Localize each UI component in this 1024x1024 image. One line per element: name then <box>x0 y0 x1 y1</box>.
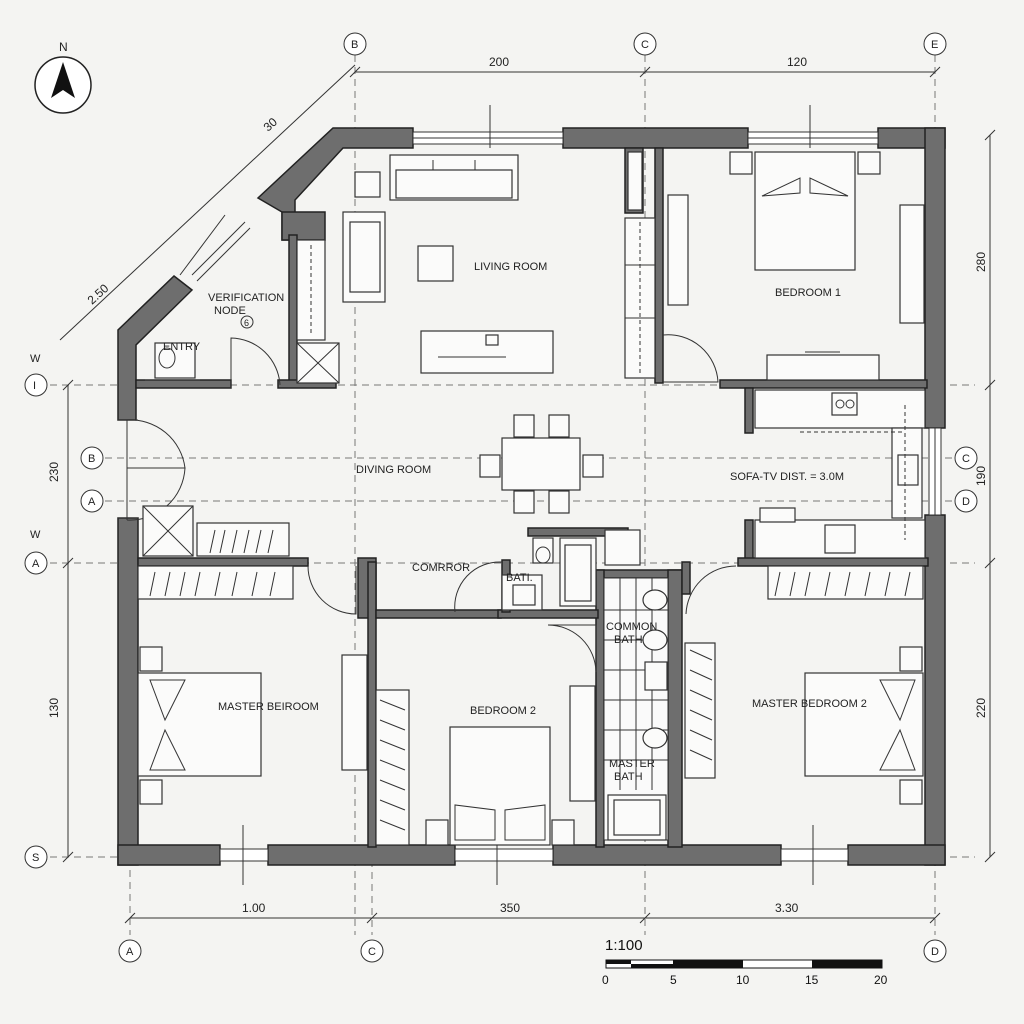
scale-tick-10: 10 <box>736 973 750 987</box>
grid-bubble-top-b: B <box>351 39 358 51</box>
dim-diag-30: 30 <box>261 115 281 135</box>
dim-bottom-3-30: 3.30 <box>775 901 799 915</box>
dim-left-130: 130 <box>47 698 61 718</box>
dim-right-190: 190 <box>974 466 988 486</box>
dim-right-220: 220 <box>974 698 988 718</box>
windows <box>191 105 942 885</box>
room-label-bedroom-2: BEDROOM 2 <box>470 705 536 717</box>
grid-bubble-left-b: B <box>88 453 95 465</box>
scale-tick-15: 15 <box>805 973 819 987</box>
dim-left-230: 230 <box>47 462 61 482</box>
room-label-master-bedroom: MASTER BEIROOM <box>218 701 319 713</box>
dim-right-280: 280 <box>974 252 988 272</box>
room-label-dining: DIVING ROOM <box>356 464 431 476</box>
dimension-lines <box>59 64 996 924</box>
annotation-sofa-tv-distance: SOFA-TV DIST. = 3.0M <box>730 471 844 483</box>
room-label-verification: VERIFICATION <box>208 292 284 304</box>
room-label-corridor: COMRROR <box>412 562 470 574</box>
grid-bubble-left-a2: A <box>32 558 40 570</box>
axis-mark-w-lower: W <box>30 529 41 541</box>
room-label-entry: ENTRY <box>163 341 201 353</box>
room-label-master-bath-1: MASTER <box>609 758 655 770</box>
room-label-bedroom-1: BEDROOM 1 <box>775 287 841 299</box>
scale-tick-5: 5 <box>670 973 677 987</box>
axis-mark-w-upper: W <box>30 353 41 365</box>
room-label-node-number: 6 <box>244 318 249 328</box>
room-label-bath: BATI. <box>506 572 533 584</box>
room-label-common-bath-2: BATH <box>614 634 643 646</box>
dim-top-200: 200 <box>489 55 509 69</box>
grid-bubble-bottom-d: D <box>931 946 939 958</box>
dim-bottom-1-00: 1.00 <box>242 901 266 915</box>
dim-bottom-350: 350 <box>500 901 520 915</box>
furniture <box>137 151 926 846</box>
grid-bubble-left-i: I <box>33 380 36 392</box>
grid-bubble-top-c: C <box>641 39 649 51</box>
grid-bubble-left-a1: A <box>88 496 96 508</box>
room-label-common-bath-1: COMMON <box>606 621 657 633</box>
grid-bubble-top-e: E <box>931 39 938 51</box>
scale-tick-0: 0 <box>602 973 609 987</box>
north-arrow <box>34 56 92 114</box>
dim-top-120: 120 <box>787 55 807 69</box>
room-label-master-bedroom-2: MASTER BEDROOM 2 <box>752 698 867 710</box>
interior-walls <box>135 147 929 848</box>
exterior-walls <box>117 127 946 866</box>
scale-ratio: 1:100 <box>605 937 643 954</box>
room-label-living: LIVING ROOM <box>474 261 547 273</box>
grid-bubble-bottom-a: A <box>126 946 134 958</box>
grid-bubble-bottom-c: C <box>368 946 376 958</box>
dim-diag-2-50: 2.50 <box>85 281 112 307</box>
room-label-node: NODE <box>214 305 246 317</box>
grid-bubbles <box>24 32 978 963</box>
grid-bubble-left-s: S <box>32 852 39 864</box>
grid-bubble-right-c: C <box>962 453 970 465</box>
doors <box>118 334 737 673</box>
scale-tick-20: 20 <box>874 973 888 987</box>
grid-bubble-right-d: D <box>962 496 970 508</box>
scale-bar <box>605 959 883 969</box>
room-label-master-bath-2: BATH <box>614 771 643 783</box>
north-label: N <box>59 40 68 54</box>
